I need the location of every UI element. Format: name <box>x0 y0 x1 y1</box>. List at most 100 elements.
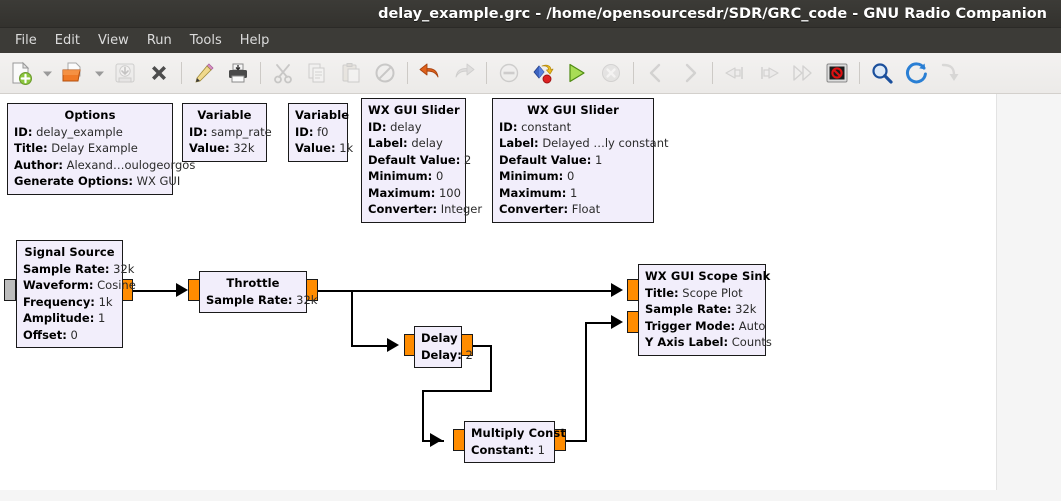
cut-button[interactable] <box>267 57 299 89</box>
open-flowgraph-button[interactable] <box>57 57 89 89</box>
arrow-throttle-in <box>176 283 188 297</box>
param-key: Title: <box>14 141 48 155</box>
param-key: Frequency: <box>23 294 95 309</box>
save-button[interactable] <box>109 57 141 89</box>
param-key: Amplitude: <box>23 311 95 325</box>
refresh-icon <box>906 62 927 84</box>
close-button[interactable] <box>143 57 175 89</box>
new-flowgraph-button[interactable] <box>5 57 37 89</box>
wire-mult-scope-v <box>585 322 587 442</box>
execute-button[interactable] <box>561 57 593 89</box>
more-button[interactable] <box>787 57 819 89</box>
wire-delay-mult-v <box>422 390 424 441</box>
block-multiply-const[interactable]: Multiply Const Constant: 1 <box>464 421 566 463</box>
block-param-row: Trigger Mode: Auto <box>645 318 765 335</box>
block-wx-gui-slider-constant[interactable]: WX GUI Slider ID: constant Label: Delaye… <box>492 98 669 223</box>
block-param-row: Default Value: 2 <box>368 152 471 169</box>
port-signalsource-param-in[interactable] <box>4 279 16 301</box>
chevron-down-icon <box>94 71 104 76</box>
copy-button[interactable] <box>301 57 333 89</box>
param-value: delay <box>411 136 443 150</box>
block-param-row: ID: constant <box>499 119 647 136</box>
menu-item-view[interactable]: View <box>97 33 129 48</box>
new-flowgraph-icon <box>12 61 32 85</box>
open-recent-button[interactable] <box>934 57 966 89</box>
reload-blocks-button[interactable] <box>900 57 932 89</box>
block-title: Multiply Const <box>471 426 566 440</box>
menu-item-tools[interactable]: Tools <box>189 33 222 48</box>
block-title: WX GUI Slider <box>527 103 619 117</box>
param-key: Sample Rate: <box>206 292 293 307</box>
param-key: Y Axis Label: <box>645 335 729 349</box>
generate-icon <box>533 64 554 84</box>
print-icon <box>229 63 247 83</box>
undo-button[interactable] <box>414 57 446 89</box>
block-options[interactable]: Options ID: delay_example Title: Delay E… <box>7 103 195 195</box>
enable-button[interactable] <box>719 57 751 89</box>
panel-divider[interactable] <box>996 94 1002 490</box>
generate-button[interactable] <box>527 57 559 89</box>
param-value: 100 <box>438 185 461 200</box>
redo-button[interactable] <box>448 57 480 89</box>
block-title: WX GUI Scope Sink <box>645 269 771 283</box>
block-param-row: Value: 32k <box>189 140 260 157</box>
param-key: Minimum: <box>368 169 433 183</box>
menu-item-edit[interactable]: Edit <box>54 33 80 48</box>
block-delay[interactable]: Delay Delay: 2 <box>414 326 473 368</box>
param-value: Counts <box>731 335 772 349</box>
param-key: Default Value: <box>368 152 461 167</box>
block-variable-samp-rate[interactable]: Variable ID: samp_rate Value: 32k <box>182 103 272 162</box>
disable-button[interactable] <box>753 57 785 89</box>
kill-button[interactable] <box>595 57 627 89</box>
param-value: 32k <box>233 141 255 155</box>
window-titlebar: delay_example.grc - /home/opensourcesdr/… <box>0 0 1061 28</box>
bypass-button[interactable] <box>821 57 853 89</box>
block-param-row: ID: f0 <box>295 124 341 141</box>
block-signal-source[interactable]: Signal Source Sample Rate: 32k Waveform:… <box>16 240 136 348</box>
fast-forward-icon <box>793 65 812 81</box>
open-dropdown-button[interactable] <box>91 57 107 89</box>
flowgraph-canvas-area: Options ID: delay_example Title: Delay E… <box>0 94 1061 501</box>
errors-button[interactable] <box>493 57 525 89</box>
window-title: delay_example.grc - /home/opensourcesdr/… <box>378 6 1047 22</box>
param-key: ID: <box>14 124 33 139</box>
block-wx-gui-slider-delay[interactable]: WX GUI Slider ID: delay Label: delay Def… <box>361 98 482 223</box>
param-key: Value: <box>189 141 230 155</box>
param-value: 1 <box>537 442 545 457</box>
new-dropdown-button[interactable] <box>39 57 55 89</box>
param-key: Maximum: <box>368 185 436 200</box>
block-param-row: Frequency: 1k <box>23 294 116 311</box>
block-param-row: Default Value: 1 <box>499 152 647 169</box>
rotate-left-button[interactable] <box>640 57 672 89</box>
block-throttle[interactable]: Throttle Sample Rate: 32k <box>199 271 317 313</box>
param-key: Label: <box>499 136 539 150</box>
param-key: Default Value: <box>499 152 592 167</box>
param-value: 1k <box>98 294 113 309</box>
param-value: WX GUI <box>136 174 181 188</box>
param-value: delay <box>390 119 422 134</box>
menu-item-file[interactable]: File <box>15 33 37 48</box>
block-title: Variable <box>197 108 252 122</box>
close-icon <box>152 66 166 80</box>
error-circle-icon <box>499 63 519 83</box>
find-block-button[interactable] <box>866 57 898 89</box>
copy-icon <box>308 63 325 83</box>
paste-button[interactable] <box>335 57 367 89</box>
pencil-icon <box>195 63 214 83</box>
param-value: 2 <box>465 347 473 362</box>
flowgraph-canvas[interactable]: Options ID: delay_example Title: Delay E… <box>0 94 996 490</box>
edit-properties-button[interactable] <box>188 57 220 89</box>
block-variable-f0[interactable]: Variable ID: f0 Value: 1k <box>288 103 353 162</box>
menu-item-run[interactable]: Run <box>146 33 172 48</box>
param-value: 0 <box>435 169 444 183</box>
block-wx-gui-scope-sink[interactable]: WX GUI Scope Sink Title: Scope Plot Samp… <box>638 264 772 356</box>
print-button[interactable] <box>222 57 254 89</box>
rotate-right-button[interactable] <box>674 57 706 89</box>
delete-button[interactable] <box>369 57 401 89</box>
menu-item-help[interactable]: Help <box>239 33 270 48</box>
param-value: delay_example <box>36 124 123 139</box>
param-key: Label: <box>368 136 408 150</box>
block-param-row: Sample Rate: 32k <box>206 292 317 309</box>
param-value: 1 <box>594 152 603 167</box>
block-title: Options <box>64 108 116 122</box>
